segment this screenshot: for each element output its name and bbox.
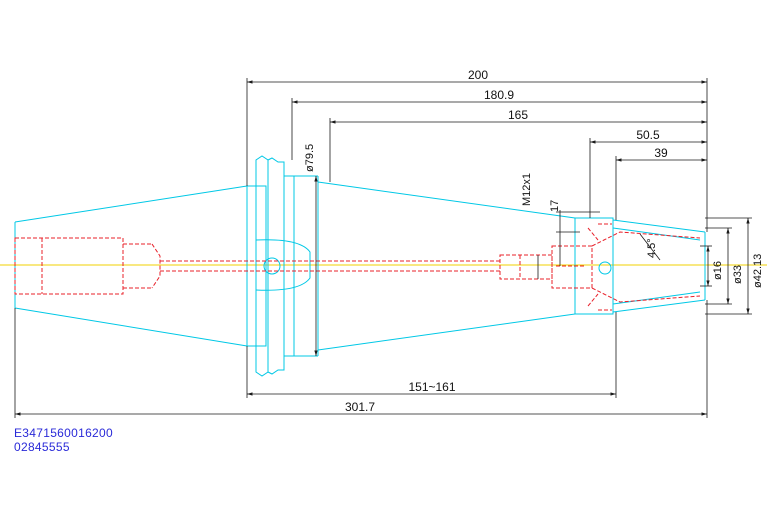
part-code-secondary: 02845555 <box>14 440 70 454</box>
tool-body-outline <box>14 155 706 377</box>
dim-length-50: 50.5 <box>636 128 660 142</box>
dimension-lines <box>14 78 752 418</box>
dim-bore-dia: ø16 <box>712 261 724 280</box>
dim-thread: M12x1 <box>521 173 533 206</box>
dim-length-39: 39 <box>654 146 668 160</box>
dim-nose-dia: ø33 <box>732 265 744 284</box>
part-code-primary: E3471560016200 <box>14 426 113 440</box>
dim-flange-dia: ø79.5 <box>304 144 316 172</box>
dim-overall-length: 301.7 <box>345 400 375 414</box>
dim-range: 151~161 <box>408 380 455 394</box>
dim-length-165: 165 <box>508 108 528 122</box>
dim-depth-17: 17 <box>549 200 561 212</box>
dim-outer-dia: ø42.13 <box>752 254 764 288</box>
dim-total-length-top: 200 <box>468 68 488 82</box>
dim-length-180: 180.9 <box>484 88 514 102</box>
dim-angle: 4.5° <box>646 238 658 258</box>
hidden-features <box>14 223 701 311</box>
